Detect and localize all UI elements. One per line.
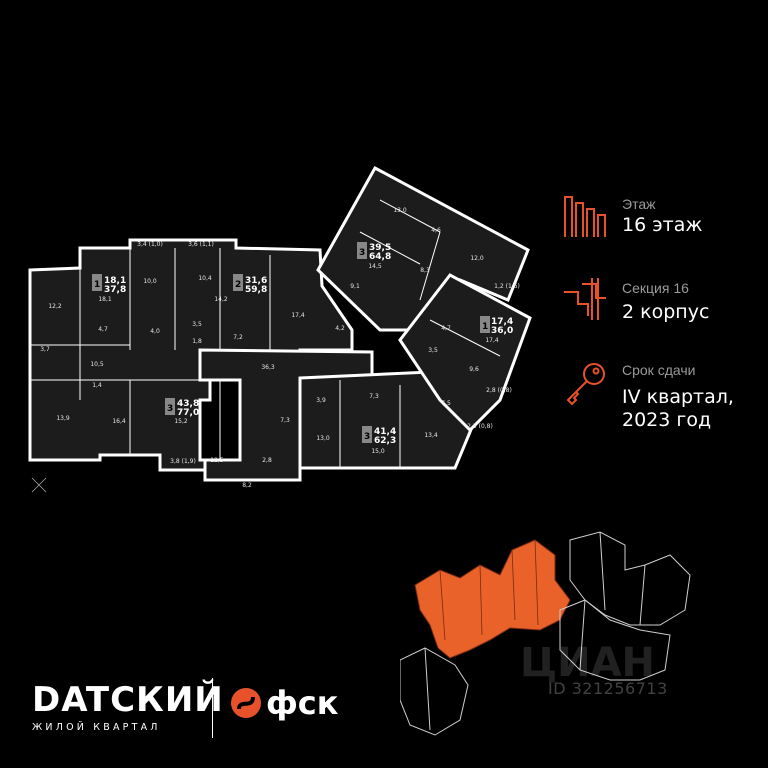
fsk-logo-icon — [231, 688, 261, 718]
svg-text:7,3: 7,3 — [280, 417, 290, 424]
svg-text:1,4: 1,4 — [92, 382, 102, 389]
watermark-id: ID 321256713 — [548, 679, 668, 698]
selected-building — [414, 539, 571, 659]
svg-text:3,5: 3,5 — [192, 321, 202, 328]
section-value: 2 корпус — [622, 301, 710, 323]
svg-text:9,6: 9,6 — [469, 366, 479, 373]
svg-text:8,2: 8,2 — [242, 482, 252, 489]
watermark-logo: ЦИАН — [520, 640, 656, 686]
deadline-value-line1: IV квартал, — [622, 386, 734, 408]
section-label: Секция 16 — [622, 280, 689, 296]
partner-name: фск — [266, 684, 339, 722]
svg-text:1,2 (1,6): 1,2 (1,6) — [494, 283, 520, 290]
svg-text:12,0: 12,0 — [470, 255, 484, 262]
svg-text:17,4: 17,4 — [491, 317, 513, 327]
svg-text:3,5: 3,5 — [428, 347, 438, 354]
svg-text:10,0: 10,0 — [143, 278, 157, 285]
svg-text:15,0: 15,0 — [371, 448, 385, 455]
svg-text:12,5: 12,5 — [210, 457, 224, 464]
floor-value: 16 этаж — [622, 214, 703, 236]
brand-name: DATСКИЙ — [32, 680, 224, 720]
svg-text:59,8: 59,8 — [245, 285, 267, 295]
wall-center — [198, 348, 374, 482]
svg-text:13,9: 13,9 — [56, 415, 70, 422]
deadline-label: Срок сдачи — [622, 362, 696, 378]
svg-text:2,8: 2,8 — [262, 457, 272, 464]
deadline-value-line2: 2023 год — [622, 409, 712, 431]
svg-text:18,1: 18,1 — [98, 296, 112, 303]
svg-text:77,0: 77,0 — [177, 408, 199, 418]
svg-text:4,2: 4,2 — [335, 325, 345, 332]
wall-right — [398, 273, 532, 433]
svg-text:3,7: 3,7 — [40, 346, 50, 353]
svg-text:8,3: 8,3 — [420, 267, 430, 274]
svg-text:3: 3 — [364, 432, 370, 442]
svg-text:2,5 (0,8): 2,5 (0,8) — [467, 423, 493, 430]
svg-text:16,4: 16,4 — [112, 418, 126, 425]
svg-text:3: 3 — [167, 404, 173, 414]
svg-text:64,8: 64,8 — [369, 252, 391, 262]
floor-label: Этаж — [622, 196, 656, 212]
svg-text:41,4: 41,4 — [374, 427, 396, 437]
svg-text:3,6 (1,1): 3,6 (1,1) — [188, 241, 214, 248]
svg-text:4,0: 4,0 — [150, 328, 160, 335]
svg-text:14,2: 14,2 — [214, 296, 228, 303]
wall-right-center — [298, 370, 477, 470]
svg-text:7,5: 7,5 — [441, 400, 451, 407]
svg-text:1,8: 1,8 — [192, 338, 202, 345]
svg-text:2: 2 — [235, 280, 241, 290]
complex-map — [400, 531, 691, 736]
brand-subtitle: ЖИЛОЙ КВАРТАЛ — [32, 722, 161, 733]
key-icon — [566, 363, 605, 406]
svg-text:18,1: 18,1 — [104, 276, 126, 286]
svg-text:3,8 (1,9): 3,8 (1,9) — [170, 458, 196, 465]
svg-text:14,5: 14,5 — [368, 263, 382, 270]
svg-text:13,4: 13,4 — [424, 432, 438, 439]
svg-text:31,6: 31,6 — [245, 276, 267, 286]
svg-text:7,2: 7,2 — [233, 334, 243, 341]
svg-text:36,3: 36,3 — [261, 364, 275, 371]
svg-text:3: 3 — [359, 248, 365, 258]
svg-text:36,0: 36,0 — [491, 326, 513, 336]
svg-text:17,4: 17,4 — [485, 337, 499, 344]
section-icon — [564, 278, 606, 320]
brand-divider — [212, 678, 213, 738]
svg-text:13,0: 13,0 — [393, 207, 407, 214]
svg-text:4,7: 4,7 — [441, 325, 451, 332]
svg-text:3,4 (1,0): 3,4 (1,0) — [137, 241, 163, 248]
svg-text:9,1: 9,1 — [350, 283, 360, 290]
svg-text:10,5: 10,5 — [90, 361, 104, 368]
svg-text:4,6: 4,6 — [431, 227, 441, 234]
svg-text:17,4: 17,4 — [291, 312, 305, 319]
svg-text:1: 1 — [94, 280, 100, 290]
svg-text:37,8: 37,8 — [104, 285, 126, 295]
svg-text:1: 1 — [482, 322, 488, 332]
svg-text:39,5: 39,5 — [369, 243, 391, 253]
svg-text:4,7: 4,7 — [98, 326, 108, 333]
svg-text:2,8 (0,8): 2,8 (0,8) — [486, 387, 512, 394]
svg-text:62,3: 62,3 — [374, 436, 396, 446]
svg-text:10,4: 10,4 — [198, 275, 212, 282]
svg-text:7,3: 7,3 — [369, 393, 379, 400]
svg-text:12,2: 12,2 — [48, 303, 62, 310]
svg-text:13,0: 13,0 — [316, 435, 330, 442]
svg-text:15,2: 15,2 — [174, 418, 188, 425]
svg-text:43,8: 43,8 — [177, 399, 199, 409]
svg-text:3,9: 3,9 — [316, 397, 326, 404]
compass-icon — [31, 477, 47, 493]
wall-upper-right — [316, 165, 530, 332]
floor-icon — [564, 196, 606, 237]
